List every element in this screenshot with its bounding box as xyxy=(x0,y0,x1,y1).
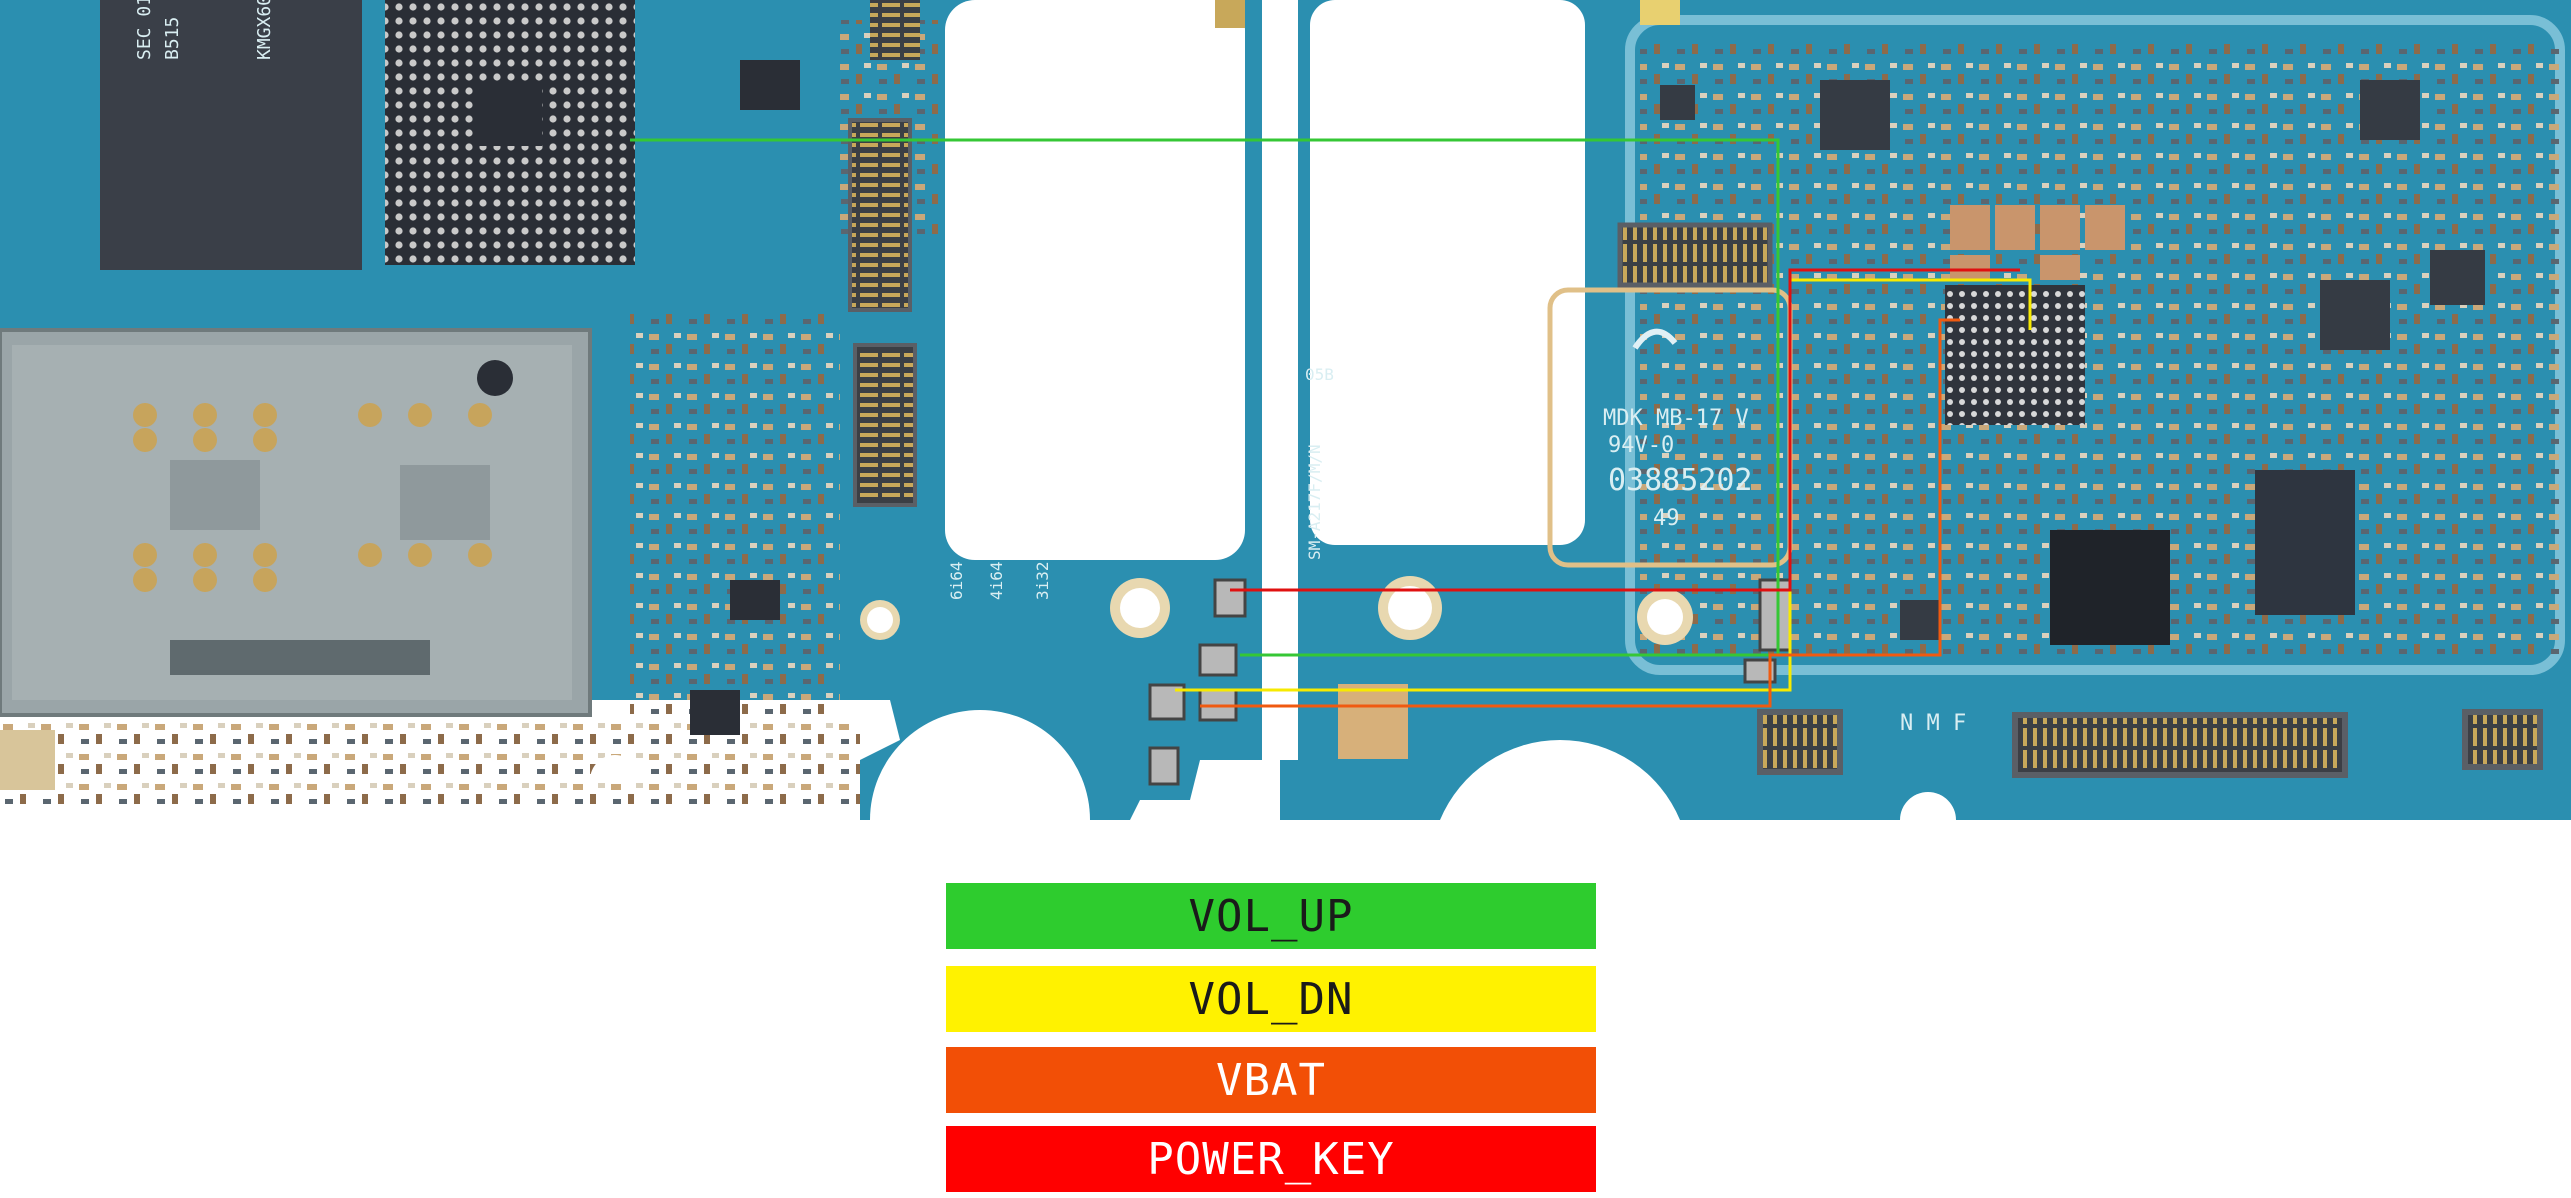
chip-marking: B515 xyxy=(162,17,183,60)
vbat-trace xyxy=(1200,318,1960,708)
samsung-logo-icon xyxy=(1632,328,1678,350)
chip-marking: SEC 019 xyxy=(134,0,155,60)
silkscreen-mdk: MDK MB-17 V xyxy=(1603,406,1749,431)
legend-power-key: POWER_KEY xyxy=(946,1126,1596,1192)
board-connector xyxy=(2462,709,2543,770)
silkscreen-number: 49 xyxy=(1653,506,1680,531)
ic-chip xyxy=(2050,530,2170,645)
silkscreen-rev: 05B xyxy=(1305,365,1334,384)
board-connector xyxy=(2012,712,2348,778)
right-board-half: MDK MB-17 V 94V-0 03885202 49 SM-A217F/M… xyxy=(1280,0,2571,820)
pad-label: 3i32 xyxy=(1033,561,1052,600)
chip-marking: KMGX6001CA xyxy=(254,0,275,60)
board-connector xyxy=(1757,709,1843,775)
legend-vol-dn: VOL_DN xyxy=(946,966,1596,1032)
legend-vbat: VBAT xyxy=(946,1047,1596,1113)
silkscreen-nmf: N M F xyxy=(1900,711,1966,736)
silkscreen-rating: 94V-0 xyxy=(1608,433,1674,458)
qr-label xyxy=(1338,684,1408,759)
left-board-half: 6i64 4i64 3i32 SEC 019 B515 KMGX6001CA xyxy=(0,0,1262,820)
pad-label: 6i64 xyxy=(947,561,966,600)
board-connector xyxy=(1617,222,1773,288)
board-connector xyxy=(848,118,912,312)
legend-vol-dn-label: VOL_DN xyxy=(1188,973,1354,1025)
signal-traces xyxy=(630,138,2032,708)
power-key-trace xyxy=(1230,268,2020,592)
legend-vbat-label: VBAT xyxy=(1216,1054,1326,1106)
side-key-pads xyxy=(1758,578,1792,652)
ic-chip xyxy=(2255,470,2355,615)
emmc-chip xyxy=(100,0,362,270)
legend-vol-up: VOL_UP xyxy=(946,883,1596,949)
vol-up-trace xyxy=(630,138,1780,657)
legend-vol-up-label: VOL_UP xyxy=(1188,890,1354,942)
board-connector xyxy=(853,343,917,507)
pmic-chip xyxy=(1945,285,2085,425)
silkscreen-model: SM-A217F/M/N xyxy=(1305,444,1324,560)
pad-label: 4i64 xyxy=(987,561,1006,600)
legend-power-key-label: POWER_KEY xyxy=(1147,1133,1395,1185)
silkscreen-code: 03885202 xyxy=(1608,463,1753,498)
